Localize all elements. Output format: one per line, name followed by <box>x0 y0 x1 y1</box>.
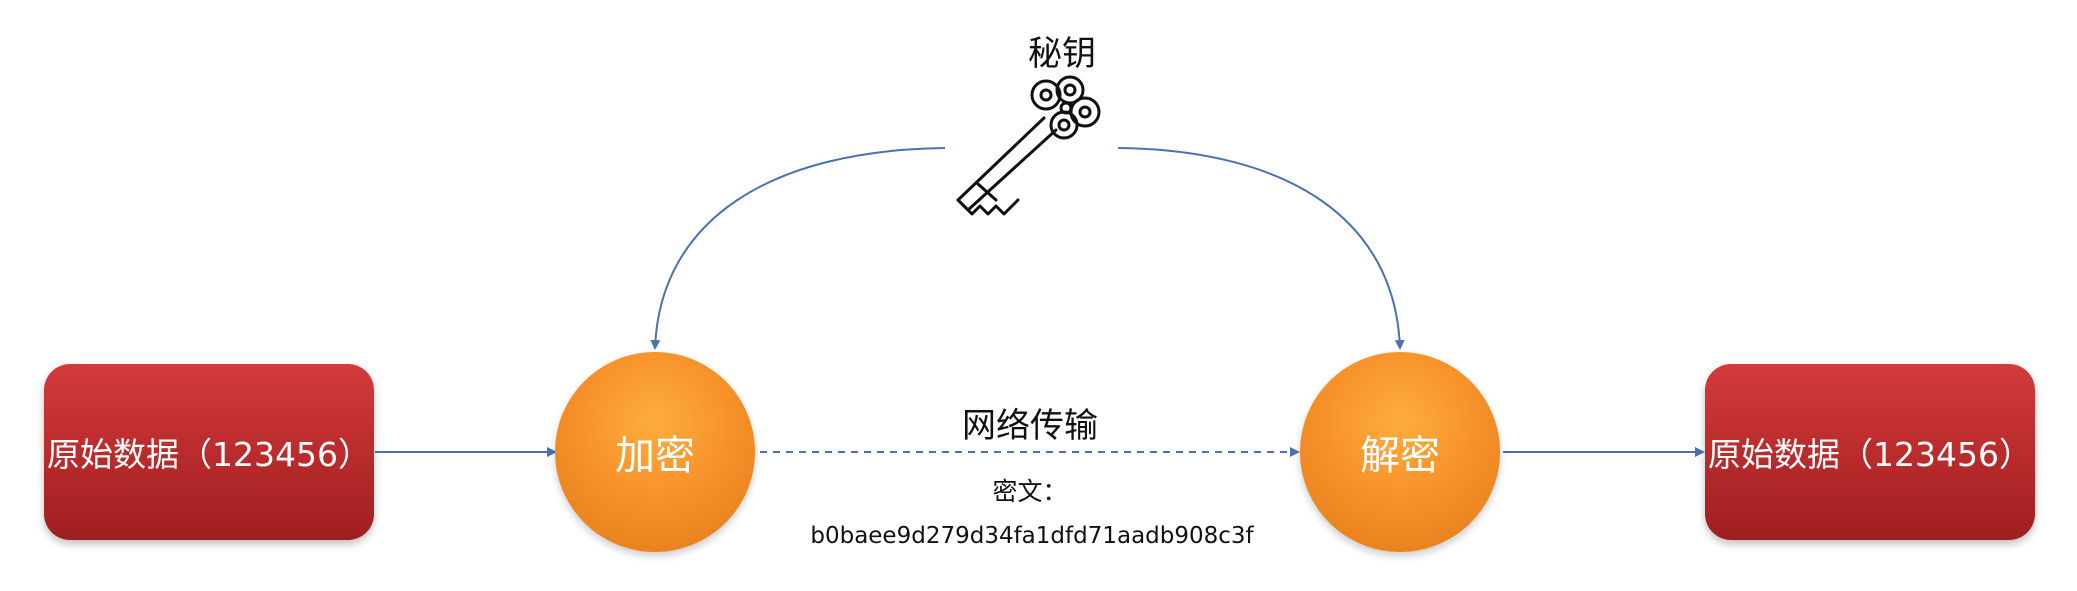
decrypt-node: 解密 <box>1300 352 1500 552</box>
encrypt-node: 加密 <box>555 352 755 552</box>
source-data-box: 原始数据（123456） <box>44 364 374 540</box>
encrypt-label: 加密 <box>615 433 695 479</box>
source-data-label: 原始数据（123456） <box>47 435 371 474</box>
network-transfer-label: 网络传输 <box>962 406 1098 446</box>
key-to-decrypt-arrow <box>1117 147 1405 350</box>
decrypt-label: 解密 <box>1360 433 1440 479</box>
target-data-box: 原始数据（123456） <box>1705 364 2035 540</box>
key-icon <box>956 75 1101 216</box>
target-data-label: 原始数据（123456） <box>1708 435 2032 474</box>
key-to-encrypt-arrow <box>650 147 946 350</box>
ciphertext-value: b0baee9d279d34fa1dfd71aadb908c3f <box>810 523 1254 549</box>
key-label: 秘钥 <box>1028 34 1096 74</box>
ciphertext-label: 密文： <box>992 477 1068 506</box>
